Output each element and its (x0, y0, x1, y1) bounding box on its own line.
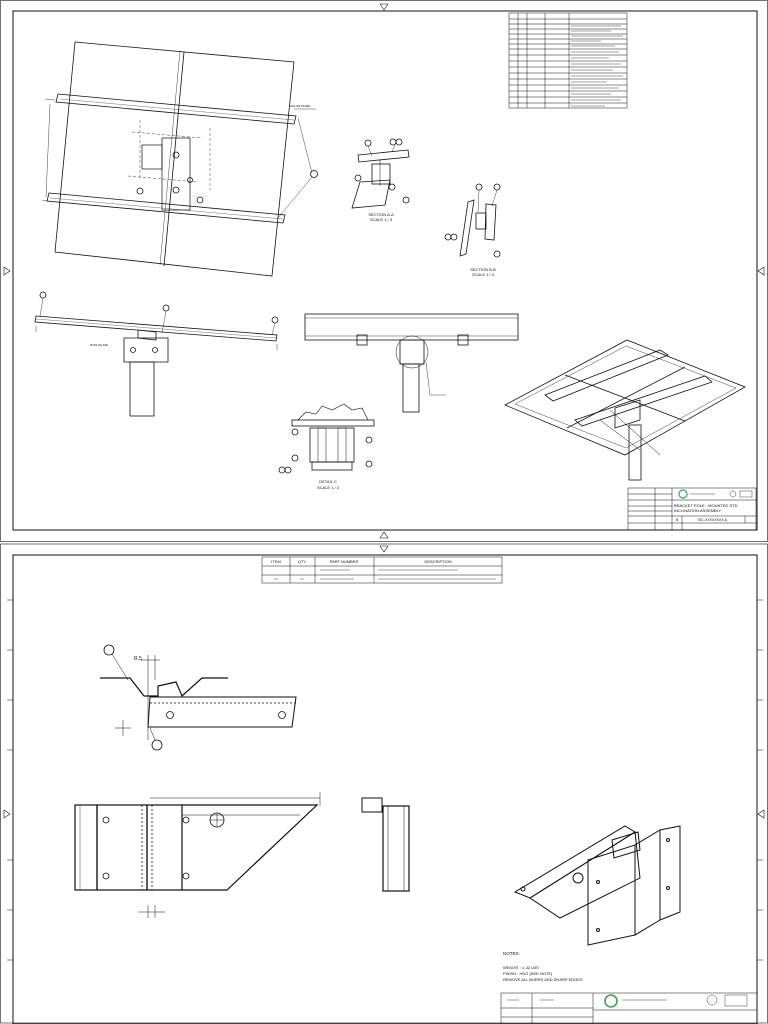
bom-table-sheet1 (508, 12, 628, 109)
sheet-size: B (676, 518, 679, 522)
titleblock-sheet1 (627, 487, 757, 531)
svg-text:SOLAR PANEL: SOLAR PANEL (290, 104, 311, 108)
section-b-b-title: SECTION B-B (470, 267, 496, 272)
company-logo-icon (678, 489, 688, 499)
section-a-a-view (351, 138, 410, 209)
detail-c-view (278, 403, 375, 474)
bom-header-part-number: PART NUMBER (330, 559, 359, 564)
bracket-top-view: R.5 (100, 644, 297, 751)
sheet-2: ITEM QTY PART NUMBER DESCRIPTION R.5 (0, 543, 768, 1024)
note-3: REMOVE ALL BURRS AND SHARP EDGES (503, 977, 583, 982)
note-2: FINISH : HDG (SEE NOTE) (503, 971, 553, 976)
svg-text:R.5: R.5 (134, 656, 142, 662)
company-logo-icon-sheet2 (604, 994, 618, 1008)
sheet-1: SOLAR PANEL SECTION A-A SCALE 1 / 3 (0, 0, 768, 542)
section-a-a-scale: SCALE 1 / 3 (370, 217, 393, 222)
detail-c-title: DETAIL C (319, 479, 337, 484)
section-a-a-title: SECTION A-A (368, 212, 394, 217)
bom-table-sheet2 (261, 556, 503, 584)
note-1: WEIGHT : 1.32 LBS (503, 965, 539, 970)
drawing-title-line1: BRACKET POLE - MOUNTED STD (674, 503, 738, 508)
bracket-side-view (361, 797, 410, 892)
side-view-tilted-rail (34, 291, 279, 417)
svg-text:ROW INLINE: ROW INLINE (90, 343, 108, 347)
end-view-rail (304, 313, 519, 413)
bom-header-qty: QTY (298, 559, 307, 564)
bracket-front-view (74, 792, 321, 918)
detail-c-scale: SCALE 1 / 2 (317, 485, 340, 490)
front-view-panel-array (41, 41, 318, 277)
bom-header-item: ITEM (271, 559, 281, 564)
bracket-isometric-view (513, 825, 681, 946)
isometric-assembly-view (504, 339, 746, 481)
notes-heading: NOTES: (503, 951, 520, 956)
titleblock-sheet2 (500, 992, 758, 1024)
section-b-b-view (444, 183, 501, 258)
drawing-number: SIC-XXXXXXXX-A (698, 518, 728, 522)
bom-header-description: DESCRIPTION (424, 559, 451, 564)
drawing-title-line2: INCLINATION ASSEMBLY (674, 508, 722, 513)
section-b-b-scale: SCALE 1 / 4 (472, 272, 495, 277)
